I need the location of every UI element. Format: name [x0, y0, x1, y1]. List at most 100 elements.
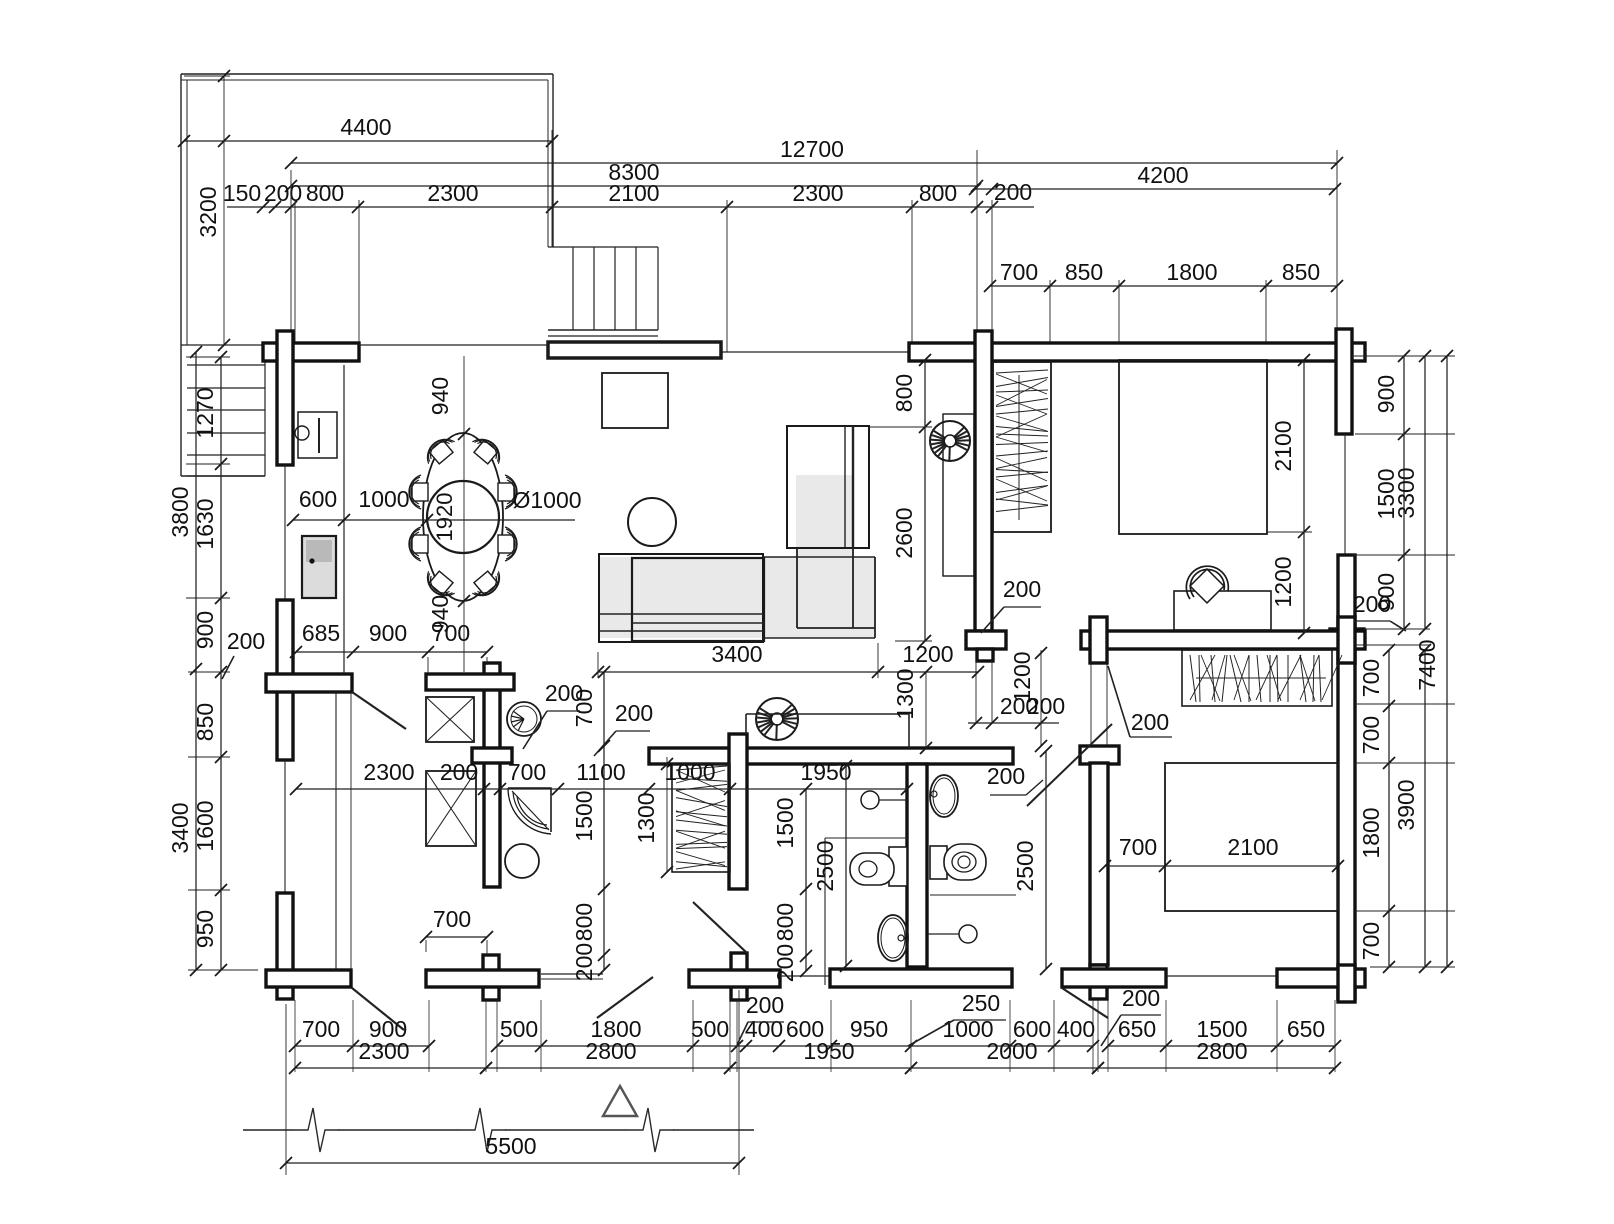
svg-text:1500: 1500	[1373, 468, 1399, 519]
svg-text:200: 200	[994, 179, 1032, 205]
svg-text:2100: 2100	[608, 180, 659, 206]
svg-text:1200: 1200	[1009, 651, 1035, 702]
svg-text:200: 200	[440, 759, 478, 785]
svg-text:12700: 12700	[780, 136, 844, 162]
svg-text:850: 850	[1282, 259, 1320, 285]
svg-text:400: 400	[745, 1016, 783, 1042]
svg-text:500: 500	[691, 1016, 729, 1042]
svg-text:1600: 1600	[192, 800, 218, 851]
svg-text:850: 850	[1065, 259, 1103, 285]
svg-text:1500: 1500	[571, 790, 597, 841]
svg-text:800: 800	[891, 374, 917, 412]
svg-text:600: 600	[299, 486, 337, 512]
svg-text:2500: 2500	[812, 840, 838, 891]
svg-text:1200: 1200	[1270, 556, 1296, 607]
svg-text:700: 700	[1358, 716, 1384, 754]
svg-text:Ø1000: Ø1000	[512, 487, 581, 513]
svg-text:5500: 5500	[485, 1133, 536, 1159]
svg-text:2300: 2300	[792, 180, 843, 206]
svg-text:900: 900	[1373, 573, 1399, 611]
svg-text:2800: 2800	[585, 1038, 636, 1064]
svg-text:2000: 2000	[986, 1038, 1037, 1064]
svg-text:3200: 3200	[195, 186, 221, 237]
svg-text:1800: 1800	[1166, 259, 1217, 285]
svg-text:1270: 1270	[192, 387, 218, 438]
svg-text:1300: 1300	[892, 668, 918, 719]
svg-text:200: 200	[1000, 693, 1038, 719]
svg-text:3400: 3400	[167, 802, 193, 853]
svg-text:1000: 1000	[358, 486, 409, 512]
svg-text:200: 200	[1353, 591, 1391, 617]
svg-text:650: 650	[1118, 1016, 1156, 1042]
svg-text:1500: 1500	[772, 797, 798, 848]
svg-text:1100: 1100	[576, 759, 625, 785]
svg-text:3400: 3400	[711, 641, 762, 667]
svg-text:2300: 2300	[363, 759, 414, 785]
svg-text:800: 800	[306, 180, 344, 206]
svg-text:200: 200	[227, 628, 265, 654]
svg-text:200: 200	[772, 944, 798, 982]
svg-text:900: 900	[369, 620, 407, 646]
svg-text:200: 200	[1003, 576, 1041, 602]
svg-text:1500: 1500	[1196, 1016, 1247, 1042]
svg-text:4400: 4400	[340, 114, 391, 140]
svg-text:600: 600	[786, 1016, 824, 1042]
svg-text:1200: 1200	[902, 641, 953, 667]
svg-text:200: 200	[987, 763, 1025, 789]
svg-text:200: 200	[571, 943, 597, 981]
svg-text:700: 700	[302, 1016, 340, 1042]
svg-text:3300: 3300	[1393, 467, 1419, 518]
svg-text:850: 850	[192, 703, 218, 741]
svg-text:2300: 2300	[358, 1038, 409, 1064]
svg-text:800: 800	[571, 903, 597, 941]
svg-text:700: 700	[1358, 659, 1384, 697]
svg-text:1920: 1920	[432, 493, 457, 542]
svg-text:700: 700	[571, 689, 597, 727]
svg-text:4200: 4200	[1137, 162, 1188, 188]
svg-text:2600: 2600	[891, 507, 917, 558]
svg-text:1300: 1300	[633, 792, 659, 843]
svg-text:940: 940	[427, 595, 453, 633]
svg-text:700: 700	[432, 620, 470, 646]
svg-text:1950: 1950	[800, 759, 851, 785]
svg-text:700: 700	[1119, 834, 1157, 860]
svg-text:3800: 3800	[167, 486, 193, 537]
svg-text:3900: 3900	[1393, 779, 1419, 830]
svg-text:2100: 2100	[1227, 834, 1278, 860]
svg-text:685: 685	[302, 620, 340, 646]
svg-text:1800: 1800	[590, 1016, 641, 1042]
svg-text:8300: 8300	[608, 159, 659, 185]
svg-text:400: 400	[1057, 1016, 1095, 1042]
svg-text:1950: 1950	[803, 1038, 854, 1064]
svg-text:1800: 1800	[1358, 807, 1384, 858]
svg-text:2100: 2100	[1270, 420, 1296, 471]
svg-text:600: 600	[1013, 1016, 1051, 1042]
svg-text:200: 200	[545, 680, 583, 706]
svg-text:950: 950	[850, 1016, 888, 1042]
svg-text:7400: 7400	[1414, 639, 1440, 690]
svg-text:700: 700	[1358, 922, 1384, 960]
svg-text:940: 940	[427, 377, 453, 415]
svg-text:200: 200	[1131, 709, 1169, 735]
svg-text:900: 900	[1373, 375, 1399, 413]
svg-text:1000: 1000	[664, 759, 715, 785]
svg-text:1630: 1630	[192, 498, 218, 549]
svg-text:200: 200	[615, 700, 653, 726]
svg-text:900: 900	[192, 611, 218, 649]
svg-text:800: 800	[919, 180, 957, 206]
svg-text:150: 150	[223, 180, 261, 206]
svg-text:2800: 2800	[1196, 1038, 1247, 1064]
svg-text:200: 200	[264, 180, 302, 206]
svg-text:200: 200	[746, 992, 784, 1018]
svg-text:250: 250	[962, 990, 1000, 1016]
svg-text:2500: 2500	[1012, 840, 1038, 891]
svg-text:200: 200	[1027, 693, 1065, 719]
svg-text:700: 700	[433, 906, 471, 932]
svg-text:700: 700	[508, 759, 546, 785]
svg-text:650: 650	[1287, 1016, 1325, 1042]
svg-text:900: 900	[369, 1016, 407, 1042]
svg-text:950: 950	[192, 910, 218, 948]
svg-text:700: 700	[1000, 259, 1038, 285]
svg-text:2300: 2300	[427, 180, 478, 206]
svg-text:500: 500	[500, 1016, 538, 1042]
